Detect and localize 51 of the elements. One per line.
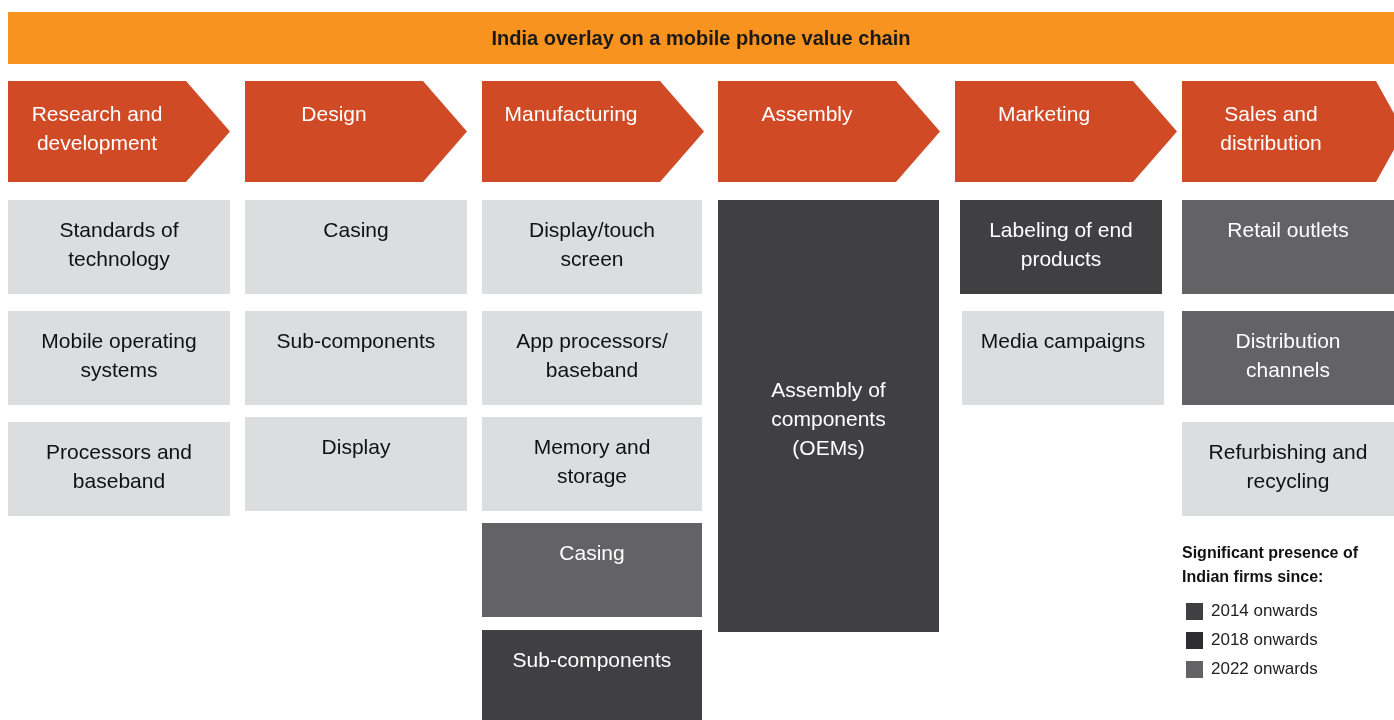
activity-box — [245, 200, 467, 294]
process-step — [8, 81, 230, 182]
title: India overlay on a mobile phone value chain — [491, 26, 911, 50]
activity-label: Media campaigns — [979, 328, 1147, 354]
activity-label: Labeling of end products — [988, 217, 1134, 272]
legend-label: 2022 onwards — [1211, 659, 1318, 679]
activity-label: Casing — [558, 540, 626, 566]
legend-title: Significant presence of Indian firms since: — [1182, 543, 1360, 587]
activity-box — [245, 311, 467, 405]
stage-label: Design — [300, 101, 368, 127]
stage-label: Marketing — [996, 101, 1092, 127]
process-step — [718, 81, 940, 182]
stage-label: Assembly — [760, 101, 854, 127]
activity-label: Retail outlets — [1226, 217, 1350, 243]
activity-label: Standards of technology — [58, 217, 180, 272]
stage-label: Sales and distribution — [1219, 101, 1323, 156]
activity-label: Assembly of components (OEMs) — [770, 377, 887, 461]
process-step — [245, 81, 467, 182]
activity-label: App processors/ baseband — [515, 328, 669, 383]
activity-box — [718, 200, 939, 632]
stage-label: Manufacturing — [503, 101, 639, 127]
activity-box — [8, 200, 230, 294]
activity-box — [962, 311, 1164, 405]
activity-box — [960, 200, 1162, 294]
process-step — [1182, 81, 1394, 182]
activity-label: Refurbishing and recycling — [1207, 439, 1369, 494]
activity-label: Casing — [322, 217, 390, 243]
activity-box — [8, 422, 230, 516]
activity-label: Display — [320, 434, 392, 460]
activity-label: Display/touch screen — [527, 217, 657, 272]
legend-label: 2018 onwards — [1211, 630, 1318, 650]
activity-label: Mobile operating systems — [40, 328, 198, 383]
activity-box — [1182, 422, 1394, 516]
activity-label: Distribution channels — [1234, 328, 1342, 383]
activity-box — [1182, 200, 1394, 294]
stage-label: Research and development — [30, 101, 164, 156]
activity-box — [482, 630, 702, 720]
activity-label: Sub-components — [511, 647, 673, 673]
activity-label: Sub-components — [275, 328, 437, 354]
activity-box — [482, 523, 702, 617]
activity-box — [482, 200, 702, 294]
activity-label: Memory and storage — [532, 434, 652, 489]
activity-box — [482, 311, 702, 405]
legend-label: 2014 onwards — [1211, 601, 1318, 621]
activity-label: Processors and baseband — [45, 439, 193, 494]
activity-box — [245, 417, 467, 511]
process-step — [955, 81, 1177, 182]
activity-box — [482, 417, 702, 511]
activity-box — [8, 311, 230, 405]
activity-box — [1182, 311, 1394, 405]
process-step — [482, 81, 704, 182]
